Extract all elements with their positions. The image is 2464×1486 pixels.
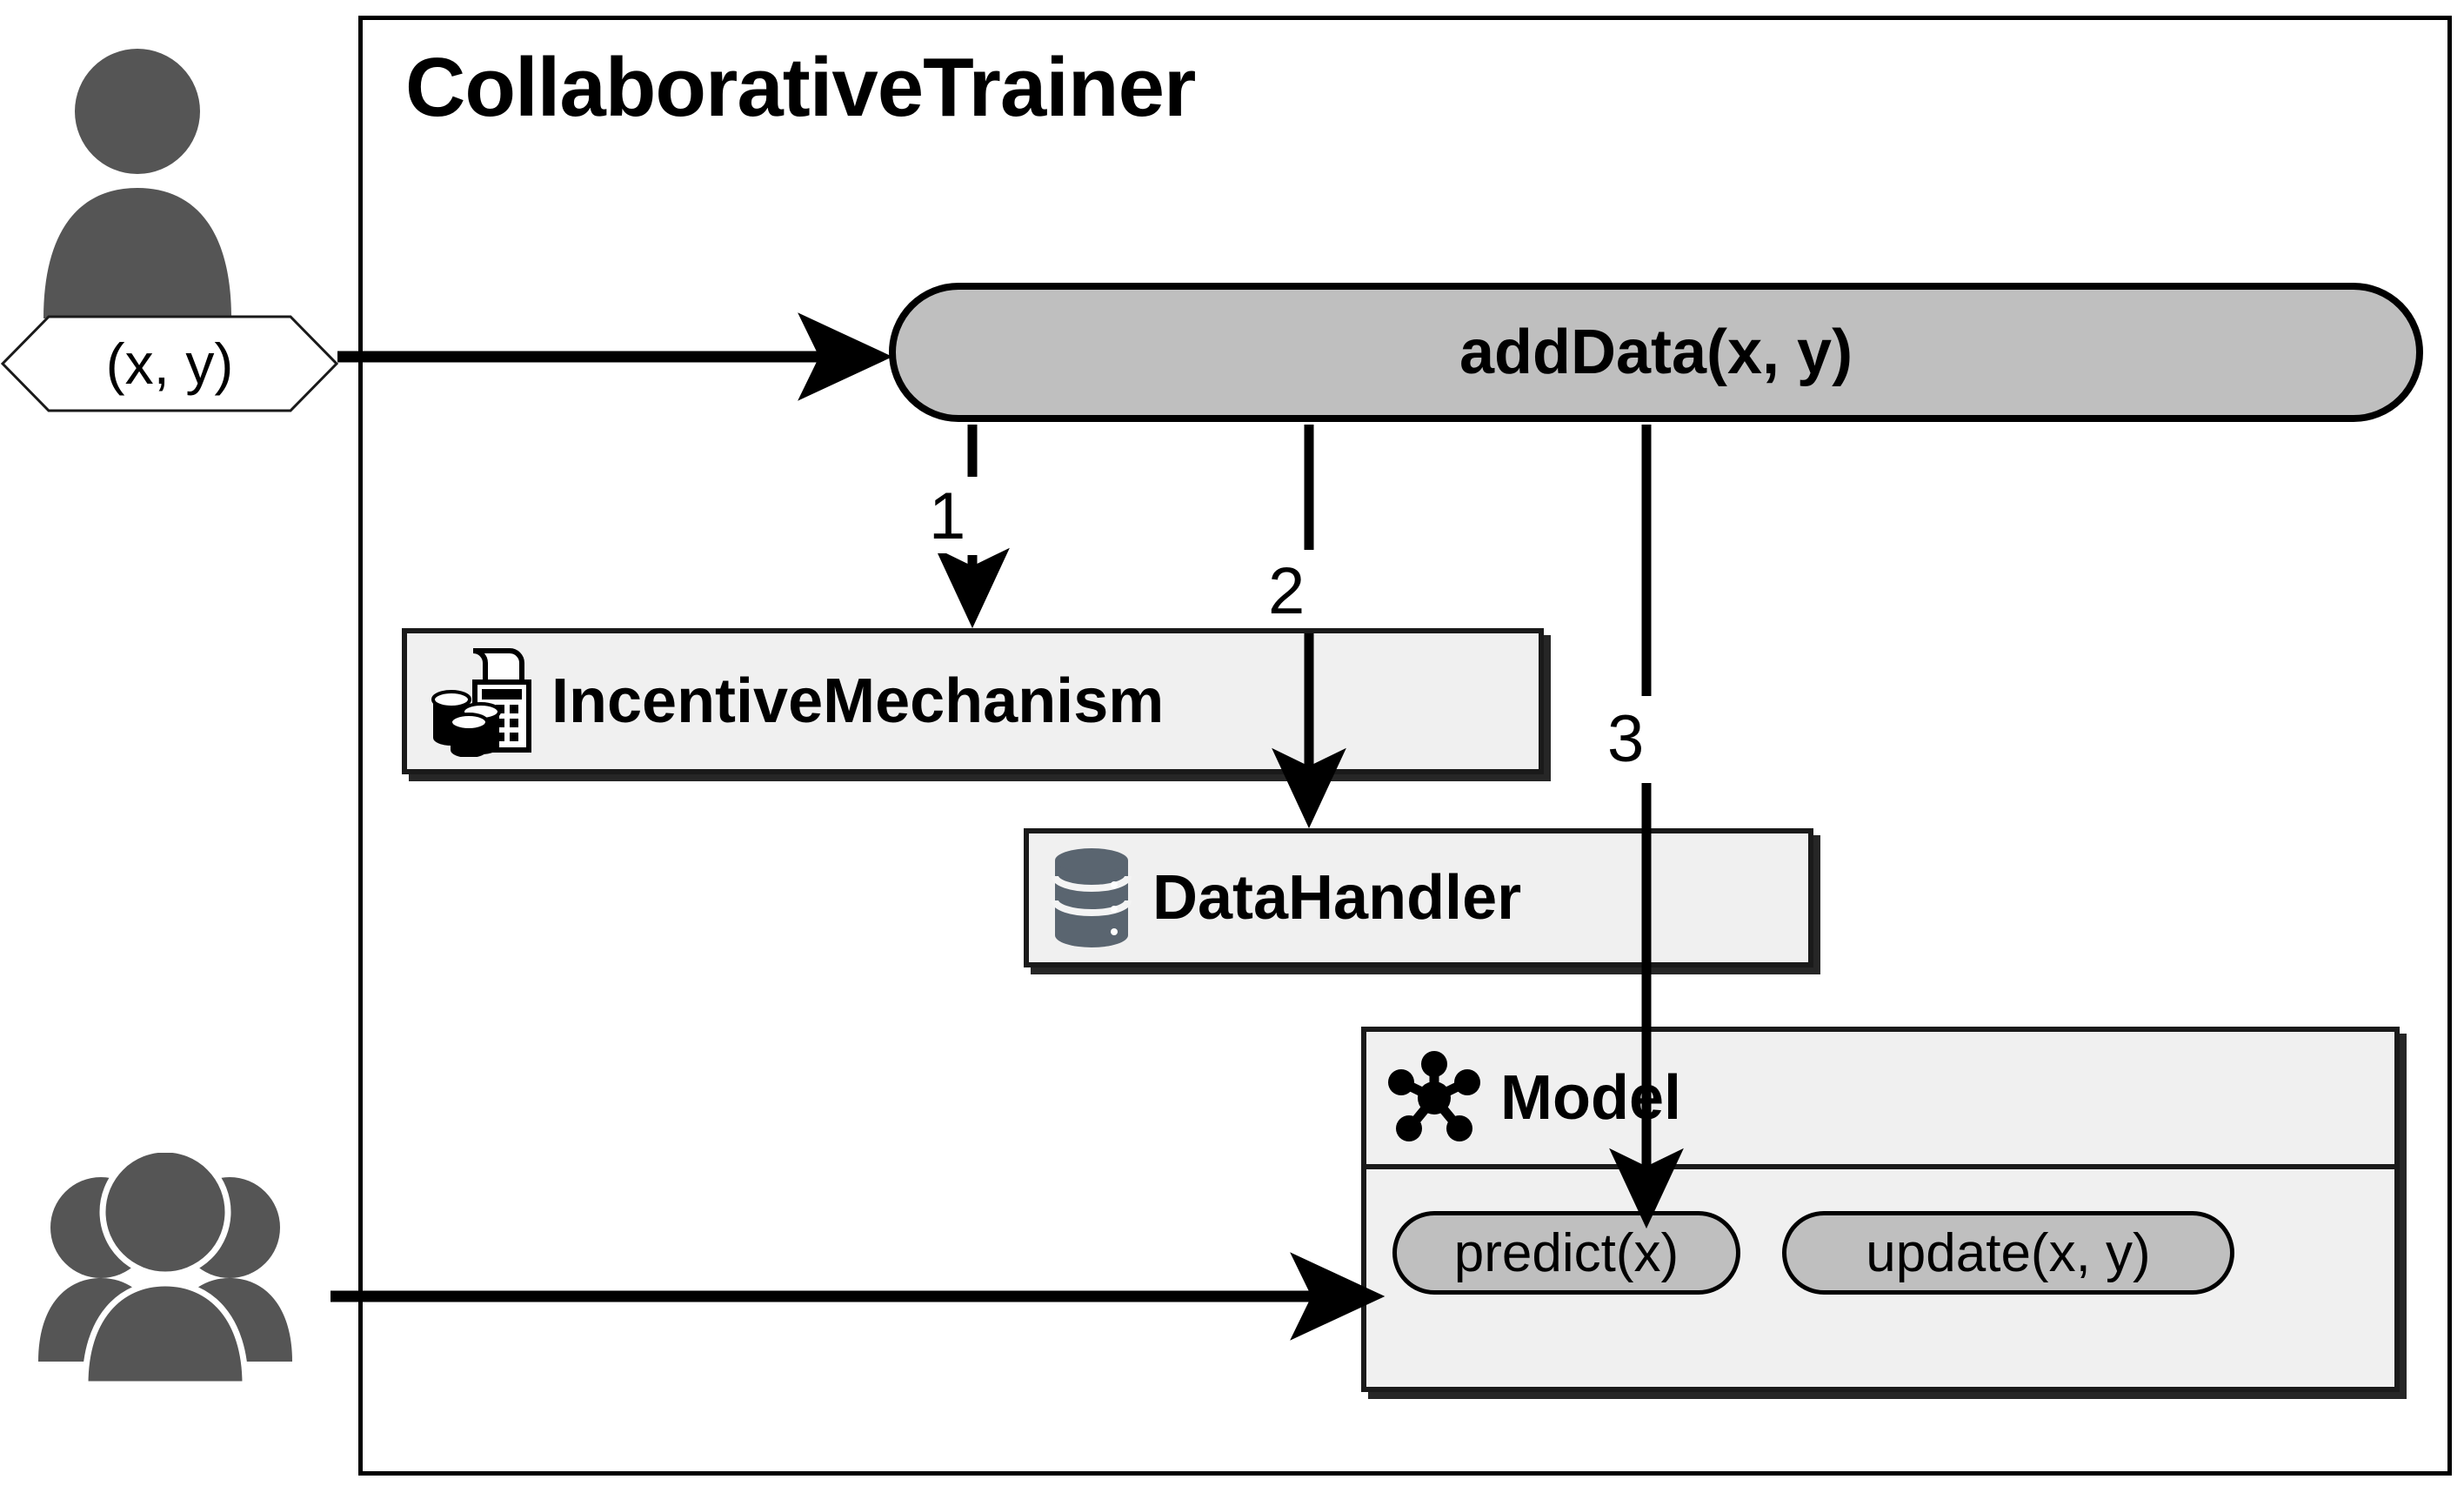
data-token-xy: (x, y) (0, 314, 339, 413)
multiple-users-icon (38, 1153, 292, 1388)
single-user-icon (43, 49, 231, 318)
model-label: Model (1500, 1063, 1681, 1133)
step-number-3: 3 (1599, 703, 1653, 776)
add-data-method[interactable]: addData(x, y) (889, 283, 2423, 422)
step-number-1: 1 (920, 480, 975, 553)
update-method[interactable]: update(x, y) (1782, 1211, 2234, 1295)
incentive-mechanism-label: IncentiveMechanism (551, 666, 1165, 736)
collaborative-trainer-frame (358, 16, 2452, 1476)
incentive-mechanism-box[interactable]: IncentiveMechanism (402, 628, 1544, 774)
data-token-label: (x, y) (105, 331, 234, 396)
database-icon (1052, 848, 1132, 947)
page-title: CollaborativeTrainer (405, 41, 1196, 134)
model-box[interactable]: Model predict(x) update(x, y) (1361, 1027, 2400, 1392)
data-handler-box[interactable]: DataHandler (1024, 828, 1813, 967)
predict-method[interactable]: predict(x) (1392, 1211, 1740, 1295)
network-graph-icon (1388, 1051, 1480, 1141)
model-header: Model (1366, 1032, 2394, 1169)
data-handler-label: DataHandler (1152, 863, 1522, 933)
calculator-coins-icon (431, 648, 531, 757)
model-methods: predict(x) update(x, y) (1366, 1169, 2394, 1392)
add-data-label: addData(x, y) (1459, 318, 1853, 387)
step-number-2: 2 (1259, 555, 1314, 628)
